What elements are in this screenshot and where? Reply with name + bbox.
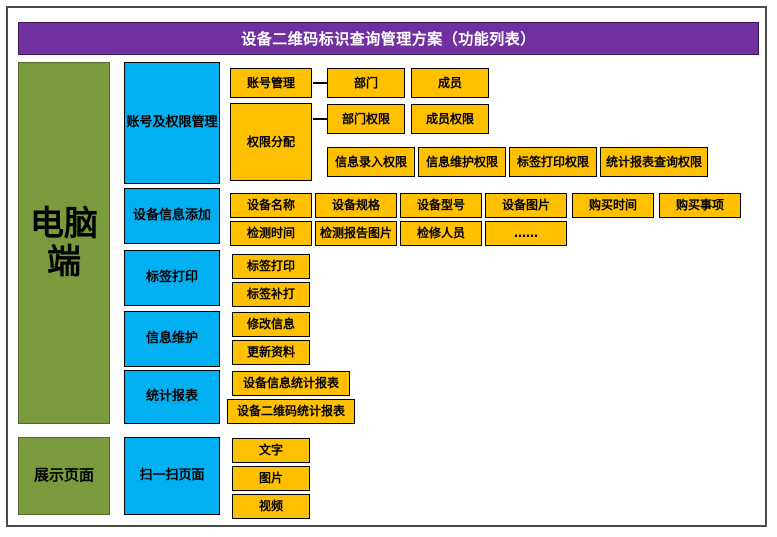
node-update-data-text: 更新资料 — [246, 345, 295, 360]
node-report-query-permission-label: 统计报表查询权限 — [605, 154, 702, 169]
node-ellipsis[interactable]: …… — [485, 221, 567, 246]
node-device-spec[interactable]: 设备规格 — [315, 193, 397, 218]
node-label-print-permission[interactable]: 标签打印权限 — [509, 147, 597, 177]
node-account-management-label: 账号管理 — [246, 75, 295, 90]
page-title: 设备二维码标识查询管理方案（功能列表） — [18, 22, 759, 55]
node-info-maintain-permission[interactable]: 信息维护权限 — [418, 147, 506, 177]
platform-pc-label: 电脑端 — [18, 62, 110, 424]
node-inspection-report-image-label: 检测报告图片 — [319, 226, 392, 241]
category-label-print[interactable]: 标签打印 — [124, 250, 220, 306]
node-text-label: 文字 — [258, 443, 283, 458]
node-department[interactable]: 部门 — [327, 68, 405, 98]
node-image[interactable]: 图片 — [232, 466, 310, 491]
category-label-print-label: 标签打印 — [145, 270, 198, 286]
node-purchase-time[interactable]: 购买时间 — [572, 193, 654, 218]
platform-display-text: 展示页面 — [33, 466, 94, 485]
node-device-name-label: 设备名称 — [246, 198, 295, 213]
node-label-print[interactable]: 标签打印 — [232, 254, 310, 279]
node-label-reprint[interactable]: 标签补打 — [232, 282, 310, 307]
node-inspection-time[interactable]: 检测时间 — [230, 221, 312, 246]
category-statistics-report-label: 统计报表 — [145, 389, 198, 405]
node-update-data[interactable]: 更新资料 — [232, 340, 310, 365]
node-permission-assignment-label: 权限分配 — [246, 134, 295, 149]
node-label-print-text: 标签打印 — [246, 259, 295, 274]
node-info-entry-permission-label: 信息录入权限 — [334, 154, 407, 169]
platform-pc-text: 电脑端 — [30, 203, 98, 282]
category-device-info-add-label: 设备信息添加 — [132, 208, 211, 224]
node-department-label: 部门 — [353, 75, 378, 90]
node-device-model[interactable]: 设备型号 — [400, 193, 482, 218]
node-label-print-permission-label: 标签打印权限 — [516, 154, 589, 169]
category-scan-page-label: 扫一扫页面 — [139, 468, 205, 484]
node-member[interactable]: 成员 — [411, 68, 489, 98]
node-inspection-report-image[interactable]: 检测报告图片 — [315, 221, 397, 246]
node-device-spec-label: 设备规格 — [331, 198, 380, 213]
node-device-qrcode-report[interactable]: 设备二维码统计报表 — [227, 399, 355, 424]
node-device-image-label: 设备图片 — [501, 198, 550, 213]
node-ellipsis-label: …… — [514, 226, 538, 241]
node-modify-info[interactable]: 修改信息 — [232, 312, 310, 337]
node-label-reprint-text: 标签补打 — [246, 287, 295, 302]
node-department-permission-label: 部门权限 — [341, 111, 390, 126]
category-scan-page[interactable]: 扫一扫页面 — [124, 437, 220, 515]
category-statistics-report[interactable]: 统计报表 — [124, 370, 220, 424]
node-info-entry-permission[interactable]: 信息录入权限 — [327, 147, 415, 177]
node-member-permission-label: 成员权限 — [425, 111, 474, 126]
node-image-label: 图片 — [258, 471, 283, 486]
node-device-model-label: 设备型号 — [416, 198, 465, 213]
node-video-label: 视频 — [258, 499, 283, 514]
node-info-maintain-permission-label: 信息维护权限 — [425, 154, 498, 169]
category-info-maintenance-label: 信息维护 — [145, 331, 198, 347]
node-member-permission[interactable]: 成员权限 — [411, 104, 489, 134]
node-device-image[interactable]: 设备图片 — [485, 193, 567, 218]
node-device-qrcode-report-text: 设备二维码统计报表 — [236, 404, 345, 419]
node-purchase-matters-label: 购买事项 — [675, 198, 724, 213]
node-device-info-report-text: 设备信息统计报表 — [242, 376, 339, 391]
node-purchase-matters[interactable]: 购买事项 — [659, 193, 741, 218]
node-department-permission[interactable]: 部门权限 — [327, 104, 405, 134]
node-account-management[interactable]: 账号管理 — [230, 68, 312, 98]
category-device-info-add[interactable]: 设备信息添加 — [124, 188, 220, 244]
node-text[interactable]: 文字 — [232, 438, 310, 463]
platform-display-label: 展示页面 — [18, 437, 110, 515]
node-member-label: 成员 — [437, 75, 462, 90]
node-device-info-report[interactable]: 设备信息统计报表 — [232, 371, 350, 396]
category-account-permission[interactable]: 账号及权限管理 — [124, 62, 220, 184]
node-purchase-time-label: 购买时间 — [588, 198, 637, 213]
category-info-maintenance[interactable]: 信息维护 — [124, 311, 220, 367]
node-video[interactable]: 视频 — [232, 494, 310, 519]
node-inspection-time-label: 检测时间 — [246, 226, 295, 241]
node-maintenance-staff[interactable]: 检修人员 — [400, 221, 482, 246]
node-device-name[interactable]: 设备名称 — [230, 193, 312, 218]
category-account-permission-label: 账号及权限管理 — [126, 115, 218, 131]
node-modify-info-text: 修改信息 — [246, 317, 295, 332]
node-maintenance-staff-label: 检修人员 — [416, 226, 465, 241]
node-report-query-permission[interactable]: 统计报表查询权限 — [600, 147, 708, 177]
node-permission-assignment[interactable]: 权限分配 — [230, 103, 312, 181]
